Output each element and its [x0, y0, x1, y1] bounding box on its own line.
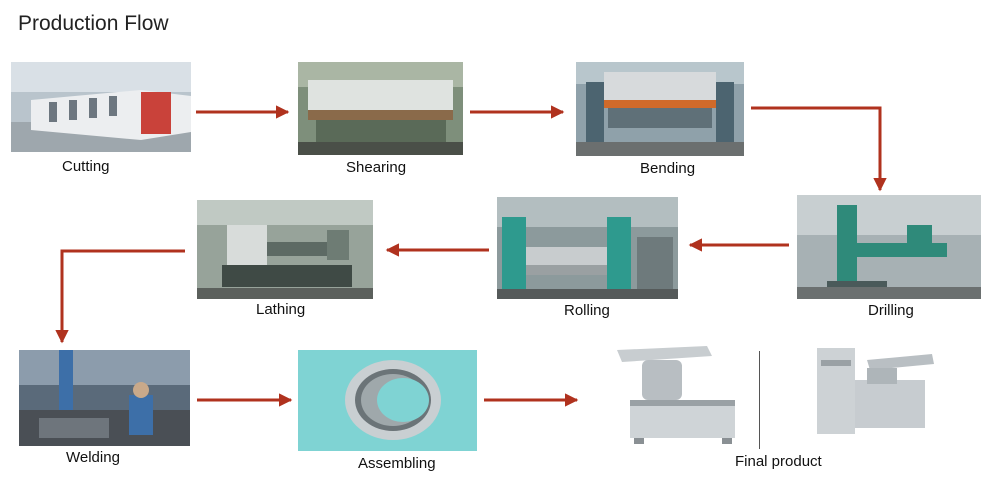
arrow-lathing-to-welding	[55, 249, 185, 344]
lathing-photo	[197, 200, 373, 299]
step-label-bending: Bending	[640, 160, 696, 177]
final-product-label: Final product	[735, 453, 822, 470]
step-label-lathing: Lathing	[256, 301, 306, 318]
final-product-photo-1	[612, 338, 747, 446]
page-title: Production Flow	[18, 12, 169, 35]
final-product-photo-2	[812, 340, 937, 442]
final-divider	[759, 351, 760, 449]
rolling-photo	[497, 197, 678, 299]
cutting-photo	[11, 62, 191, 152]
assembling-photo	[298, 350, 477, 451]
shearing-photo	[298, 62, 463, 155]
step-label-cutting: Cutting	[62, 158, 110, 175]
step-label-drilling: Drilling	[868, 302, 914, 319]
step-label-welding: Welding	[66, 449, 120, 466]
drilling-photo	[797, 195, 981, 299]
step-label-rolling: Rolling	[564, 302, 610, 319]
step-label-assembling: Assembling	[358, 455, 436, 472]
welding-photo	[19, 350, 190, 446]
bending-photo	[576, 62, 744, 156]
step-label-shearing: Shearing	[346, 159, 407, 176]
arrow-bending-to-drilling	[751, 106, 887, 192]
